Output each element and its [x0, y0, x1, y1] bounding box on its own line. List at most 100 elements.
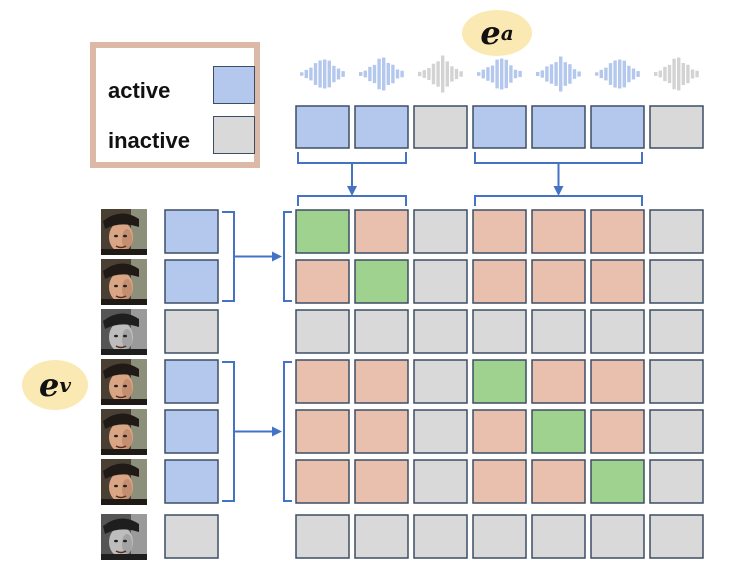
matrix-cell-negative [472, 459, 527, 504]
audio-group-top-bracket [474, 152, 643, 164]
waveform-bar [563, 62, 567, 86]
matrix-cell-inactive [413, 359, 468, 404]
matrix-cell-negative [354, 209, 409, 254]
matrix-cell-inactive [413, 514, 468, 559]
matrix-cell-inactive [472, 309, 527, 354]
audio-segment-row [295, 105, 704, 149]
waveform-bar [695, 70, 699, 78]
waveform-bar [459, 71, 463, 77]
waveform-bar [431, 63, 436, 85]
waveform-bar [368, 66, 372, 82]
waveform-bar [618, 59, 622, 89]
matrix-cell-inactive [413, 259, 468, 304]
face-image [101, 309, 147, 355]
matrix-cell-inactive [531, 514, 586, 559]
visual-frame-active [164, 259, 219, 304]
audio-label-base: e [480, 14, 501, 52]
audio-group-top-bracket [297, 152, 407, 164]
audio-segment-active [590, 105, 645, 149]
matrix-cell-inactive [590, 514, 645, 559]
waveform-bar [450, 66, 454, 82]
face-image [101, 409, 147, 455]
video-frame-thumbnail [101, 309, 147, 355]
waveform-bar [341, 71, 345, 77]
visual-frame-inactive [164, 309, 219, 354]
waveform-bar [486, 67, 490, 81]
matrix-cell-negative [531, 209, 586, 254]
waveform-bar [667, 64, 672, 84]
waveform-bar [300, 72, 304, 76]
waveform-bar [490, 65, 495, 83]
video-frame-thumbnail [101, 409, 147, 455]
waveform-bar [536, 71, 540, 77]
visual-group-right-bracket [283, 361, 292, 502]
waveform-bar [327, 60, 331, 88]
waveform-bar [549, 64, 554, 84]
waveform-bar [677, 57, 681, 91]
waveform-bar [636, 71, 640, 77]
matrix-cell-inactive [354, 514, 409, 559]
waveform-bar [441, 55, 445, 93]
matrix-cell-negative [590, 359, 645, 404]
audio-group-brackets [297, 152, 643, 206]
matrix-cell-negative [531, 359, 586, 404]
waveform-bar [595, 72, 599, 76]
waveform-bar [631, 68, 636, 80]
waveform-bar [445, 61, 449, 87]
waveform-bar [427, 68, 431, 80]
matrix-cell-inactive [295, 514, 350, 559]
waveform-bar [599, 69, 603, 79]
visual-frame-active [164, 459, 219, 504]
waveform-bar [540, 70, 544, 78]
legend-active-label: active [108, 78, 171, 103]
waveform-bar [454, 68, 459, 80]
legend-inactive-label: inactive [108, 128, 190, 153]
matrix-cell-positive [472, 359, 527, 404]
matrix-cell-negative [354, 409, 409, 454]
waveform-bar [577, 71, 581, 77]
waveform-bar [436, 61, 440, 87]
waveform-bar [608, 63, 613, 85]
waveform-bar [382, 57, 386, 91]
matrix-cell-positive [354, 259, 409, 304]
matrix-cell-inactive [590, 309, 645, 354]
matrix-cell-negative [472, 209, 527, 254]
matrix-cell-positive [531, 409, 586, 454]
visual-group-left-bracket [222, 361, 235, 502]
face-image [101, 209, 147, 255]
waveform-bar [572, 69, 577, 79]
visual-group-left-bracket [222, 211, 235, 302]
matrix-cell-negative [531, 259, 586, 304]
visual-frame-column [164, 209, 219, 559]
waveform-bar [313, 63, 318, 85]
face-image [101, 359, 147, 405]
matrix-cell-positive [590, 459, 645, 504]
waveform-bar [323, 59, 327, 89]
waveform-bar [504, 59, 508, 89]
matrix-cell-inactive [531, 309, 586, 354]
visual-group-brackets [222, 211, 292, 502]
waveform-bar [554, 62, 558, 86]
matrix-cell-negative [295, 459, 350, 504]
waveform-bar [613, 60, 617, 88]
video-frame-thumbnail [101, 259, 147, 305]
matrix-cell-negative [472, 409, 527, 454]
matrix-cell-inactive [413, 459, 468, 504]
legend-active-swatch [213, 66, 255, 104]
video-frame-thumbnail [101, 514, 147, 560]
waveform-bar [336, 68, 341, 80]
waveform-bar [391, 64, 395, 84]
legend-inactive-swatch [213, 116, 255, 154]
visual-frame-active [164, 409, 219, 454]
video-frame-thumbnail [101, 209, 147, 255]
waveform-bar [400, 70, 404, 78]
video-frame-thumbnail [101, 459, 147, 505]
audio-segment-active [472, 105, 527, 149]
matrix-cell-inactive [649, 259, 704, 304]
matrix-cell-negative [295, 259, 350, 304]
waveform-bar [372, 64, 377, 84]
waveform-bar [568, 64, 572, 84]
